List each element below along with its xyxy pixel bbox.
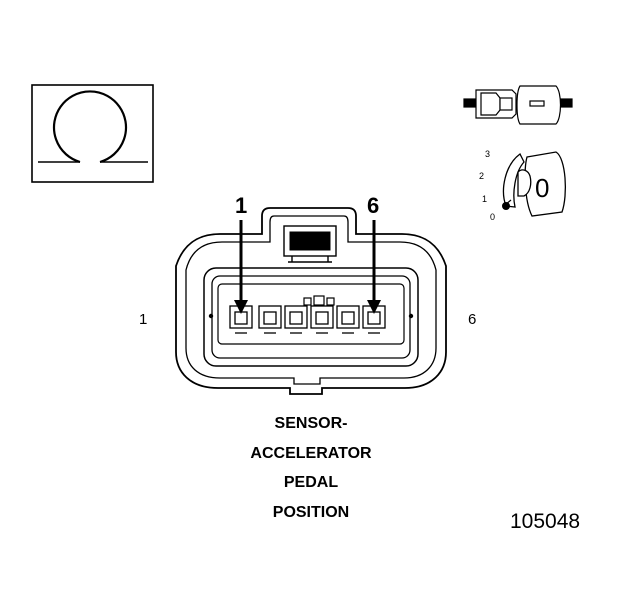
figure-number: 105048	[510, 510, 581, 533]
dial-position-2: 2	[479, 171, 485, 181]
omega-box	[31, 84, 154, 183]
key-dial-icon	[502, 151, 566, 217]
pin-label-left: 1	[139, 311, 148, 328]
pin-arrow-label-1: 1	[235, 193, 248, 218]
pin-cavity-5	[336, 305, 360, 334]
connector-name-line-3: PEDAL	[283, 474, 339, 491]
key-label: 0	[535, 173, 550, 203]
connector-name-line-2: ACCELERATOR	[250, 445, 372, 462]
pin-cavity-2	[258, 305, 282, 334]
pin-arrow-icon	[234, 220, 381, 314]
omega-symbol-icon	[52, 90, 128, 164]
dial-position-3: 3	[485, 149, 491, 159]
pin-cavity-1	[229, 305, 253, 334]
pin-cavity-4	[310, 305, 334, 334]
connector-plug-icon	[463, 85, 573, 125]
dial-position-1: 1	[482, 194, 488, 204]
connector-housing	[175, 207, 447, 395]
connector-name-line-4: POSITION	[272, 504, 350, 521]
connector-latch	[283, 225, 337, 263]
pin-arrow-label-6: 6	[367, 193, 380, 218]
connector-name-line-1: SENSOR-	[274, 415, 348, 432]
pin-label-right: 6	[468, 311, 477, 328]
dial-position-0: 0	[490, 212, 496, 222]
pin-cavity-3	[284, 305, 308, 334]
pin-row	[229, 305, 386, 334]
pin-cavity-6	[362, 305, 386, 334]
